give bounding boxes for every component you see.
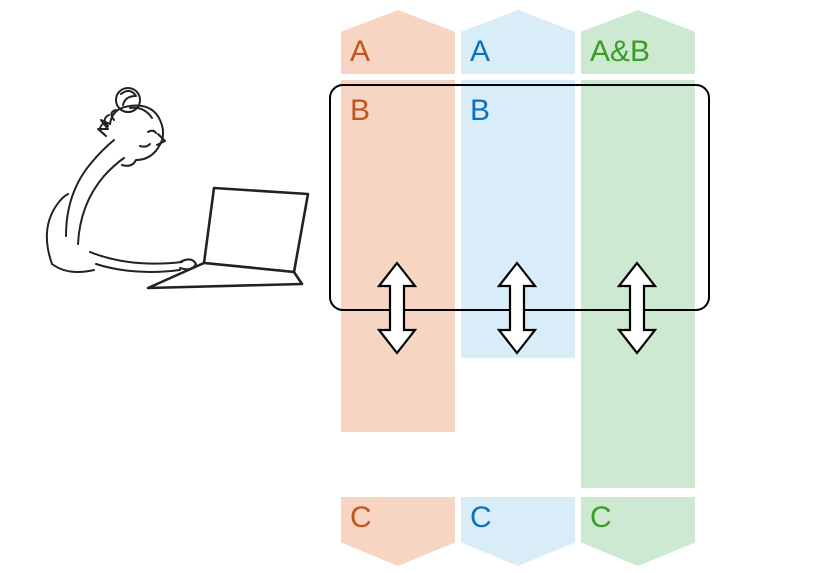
column-orange-bottom-cap: C <box>341 497 455 566</box>
up-down-arrow-icon <box>376 261 418 355</box>
up-down-arrow-icon <box>496 261 538 355</box>
label-orange-b: B <box>350 94 371 127</box>
up-down-arrow-icon <box>616 261 658 355</box>
column-orange-top-cap: A <box>341 10 455 74</box>
label-green-ab: A&B <box>590 35 651 68</box>
column-blue-top-cap: A <box>461 10 575 74</box>
label-orange-a: A <box>350 35 371 68</box>
person-at-laptop-illustration <box>45 87 310 290</box>
column-blue-bottom-cap: C <box>461 497 575 566</box>
column-green-bottom-cap: C <box>581 497 695 566</box>
label-blue-a: A <box>470 35 491 68</box>
label-orange-c: C <box>350 501 372 534</box>
column-green-top-cap: A&B <box>581 10 695 74</box>
column-orange-band: B <box>341 80 455 432</box>
person-sketch-lines <box>45 87 197 273</box>
laptop-sketch <box>146 186 310 290</box>
label-blue-b: B <box>470 94 491 127</box>
label-blue-c: C <box>470 501 492 534</box>
label-green-c: C <box>590 501 612 534</box>
